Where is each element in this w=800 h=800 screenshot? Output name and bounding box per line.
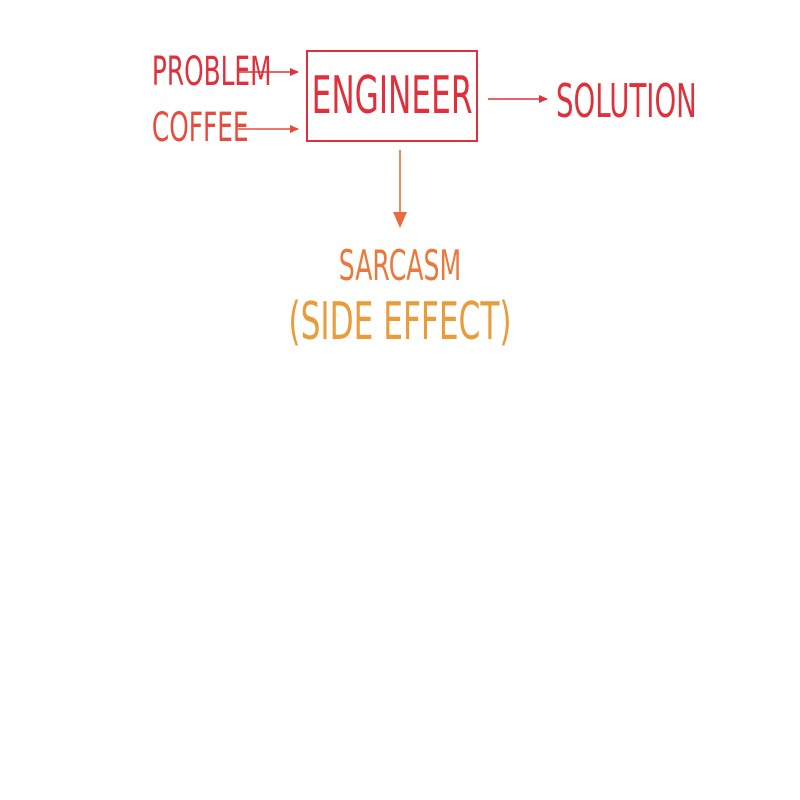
output-label-solution: SOLUTION [556,74,697,128]
side-output-note: (SIDE EFFECT) [288,292,512,352]
inputs-group: PROBLEM COFFEE [104,49,272,151]
process-box-engineer: ENGINEER [306,50,478,142]
side-output-label: SARCASM [338,241,462,290]
process-label: ENGINEER [311,66,473,126]
side-output-group: SARCASM (SIDE EFFECT) [200,245,600,350]
input-label-coffee: COFFEE [151,105,249,151]
arrowhead-sarcasm-icon [393,212,407,228]
input-label-problem: PROBLEM [151,49,272,95]
